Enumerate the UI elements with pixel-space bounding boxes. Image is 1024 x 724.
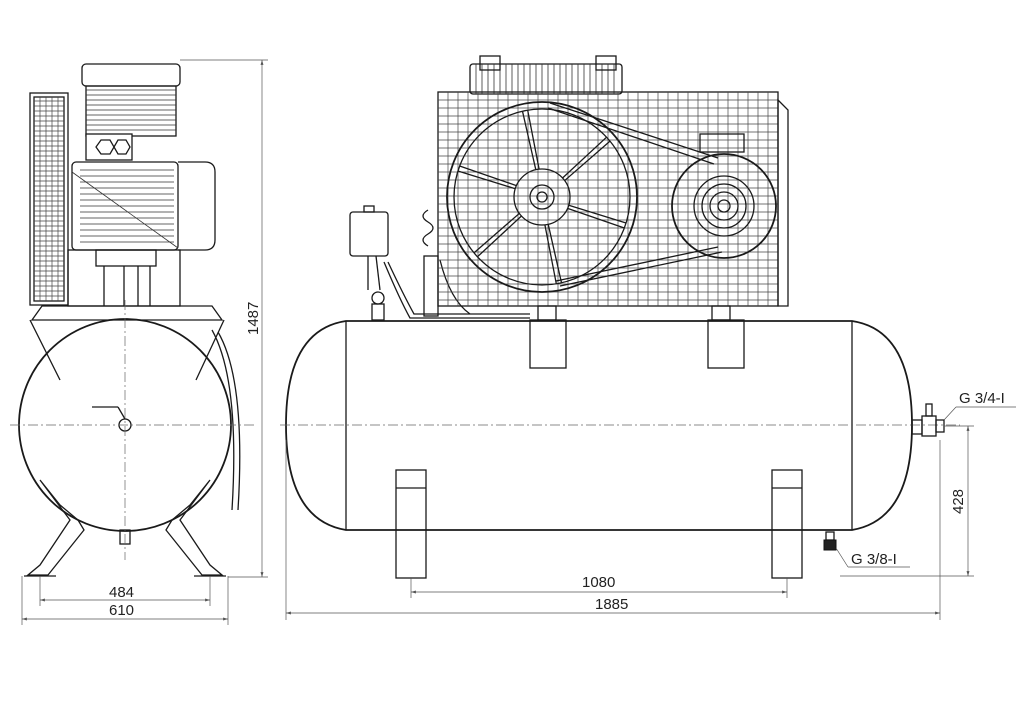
front-pipe-1 <box>383 261 530 319</box>
front-pump-mounts <box>529 305 745 369</box>
dim-428-label: 428 <box>950 489 967 514</box>
side-drain-pipe <box>211 329 235 511</box>
side-cooler-grille <box>29 92 69 306</box>
side-saddle-plate <box>30 305 224 321</box>
front-feet <box>395 469 803 579</box>
front-flywheel <box>446 101 638 293</box>
front-dimensions: 1080 1885 428 <box>285 425 974 620</box>
front-view <box>280 55 960 579</box>
dim-484-label: 484 <box>109 584 134 601</box>
front-filter <box>423 255 439 317</box>
front-motor-pulley <box>671 133 777 259</box>
side-bracket-right <box>195 319 225 381</box>
front-pump-head <box>469 55 623 95</box>
dim-1885-label: 1885 <box>595 596 628 613</box>
dim-1487-label: 1487 <box>245 302 262 335</box>
front-belt <box>547 102 723 287</box>
outlet-thread-label: G 3/4-I <box>959 390 1005 407</box>
thread-callouts: G 3/4-I G 3/8-I <box>835 390 1016 568</box>
front-pipe-2 <box>439 259 471 315</box>
front-tank <box>280 320 960 531</box>
front-coil <box>422 209 434 247</box>
side-view <box>10 63 255 577</box>
front-drain-valve <box>823 531 837 551</box>
front-pressure-switch <box>349 205 389 321</box>
front-grille-guard <box>437 91 789 307</box>
side-bracket-left <box>29 319 61 381</box>
dim-1080-label: 1080 <box>582 574 615 591</box>
side-frame <box>67 249 181 307</box>
dim-610-label: 610 <box>109 602 134 619</box>
side-pump-head <box>81 63 181 161</box>
front-outlet-valve <box>911 403 945 437</box>
drain-thread-label: G 3/8-I <box>851 551 897 568</box>
side-dimensions: 484 610 1487 <box>21 59 268 625</box>
